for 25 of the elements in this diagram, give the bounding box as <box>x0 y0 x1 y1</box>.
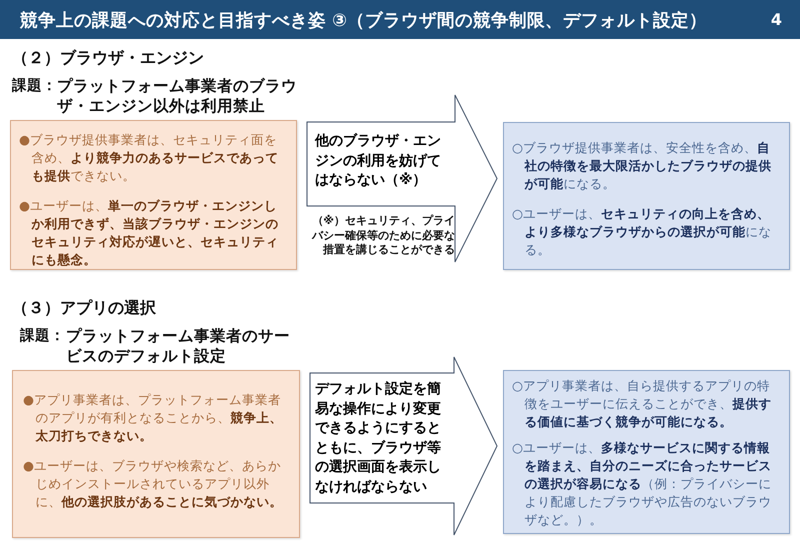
edge-label: 他のブラウザ・エンジンの利用を妨げてはならない（※） <box>315 132 442 190</box>
footnote: （※）セキュリティ、プライバシー確保等のために必要な措置を講じることができる <box>310 214 455 258</box>
bullet-text: ○ブラウザ提供事業者は、安全性を含め、自社の特徴を最大限活かしたブラウザの提供が可能になる。 <box>512 139 773 193</box>
bullet-text: ○ユーザーは、多様なサービスに関する情報を踏まえ、自分のニーズに合ったサービスの選択が容易になる（例：プライバシーにより配慮したブラウザや広告のないブラウザなど。）。 <box>512 439 773 529</box>
bullet-text: ○アプリ事業者は、自ら提供するアプリの特徴をユーザーに伝えることができ、提供する価値に基づく競争が可能になる。 <box>512 377 773 431</box>
bullet-text: ●ユーザーは、単一のブラウザ・エンジンしか利用できず、当該ブラウザ・エンジンのセキュリティ対応が遅いと、セキュリティにも懸念。 <box>19 197 280 269</box>
issue-text: プラットフォーム事業者のブラウザ・エンジン以外は利用禁止 <box>57 76 298 116</box>
bullet-text: ●ブラウザ提供事業者は、セキュリティ面を含め、より競争力のあるサービスであっても提供できない。 <box>19 131 280 185</box>
outcome-box <box>503 122 790 270</box>
problem-box <box>12 370 300 538</box>
section-heading: （３）アプリの選択 <box>12 298 156 318</box>
outcome-box <box>503 370 790 534</box>
edge-label: デフォルト設定を簡易な操作により変更できるようにするとともに、ブラウザ等の選択画面を表示しなければならない <box>315 380 442 496</box>
page-number: 4 <box>770 10 782 29</box>
bullet-text: ●アプリ事業者は、プラットフォーム事業者のアプリが有利となることから、競争上、太刀打ちできない。 <box>23 391 284 445</box>
bullet-text: ○ユーザーは、セキュリティの向上を含め、より多様なブラウザからの選択が可能になる。 <box>512 205 773 259</box>
bullet-text: ●ユーザーは、ブラウザや検索など、あらかじめインストールされているアプリ以外に、他の選択肢があることに気づかない。 <box>23 457 284 511</box>
issue-label: 課題： <box>12 76 57 96</box>
issue-text: プラットフォーム事業者のサービスのデフォルト設定 <box>66 326 291 366</box>
issue-label: 課題： <box>20 326 65 346</box>
section-heading: （２）ブラウザ・エンジン <box>12 48 204 68</box>
block-arrow <box>306 94 498 262</box>
title: 競争上の課題への対応と目指すべき姿 ③（ブラウザ間の競争制限、デフォルト設定） <box>20 10 707 32</box>
block-arrow <box>310 356 498 536</box>
problem-box <box>10 120 297 270</box>
